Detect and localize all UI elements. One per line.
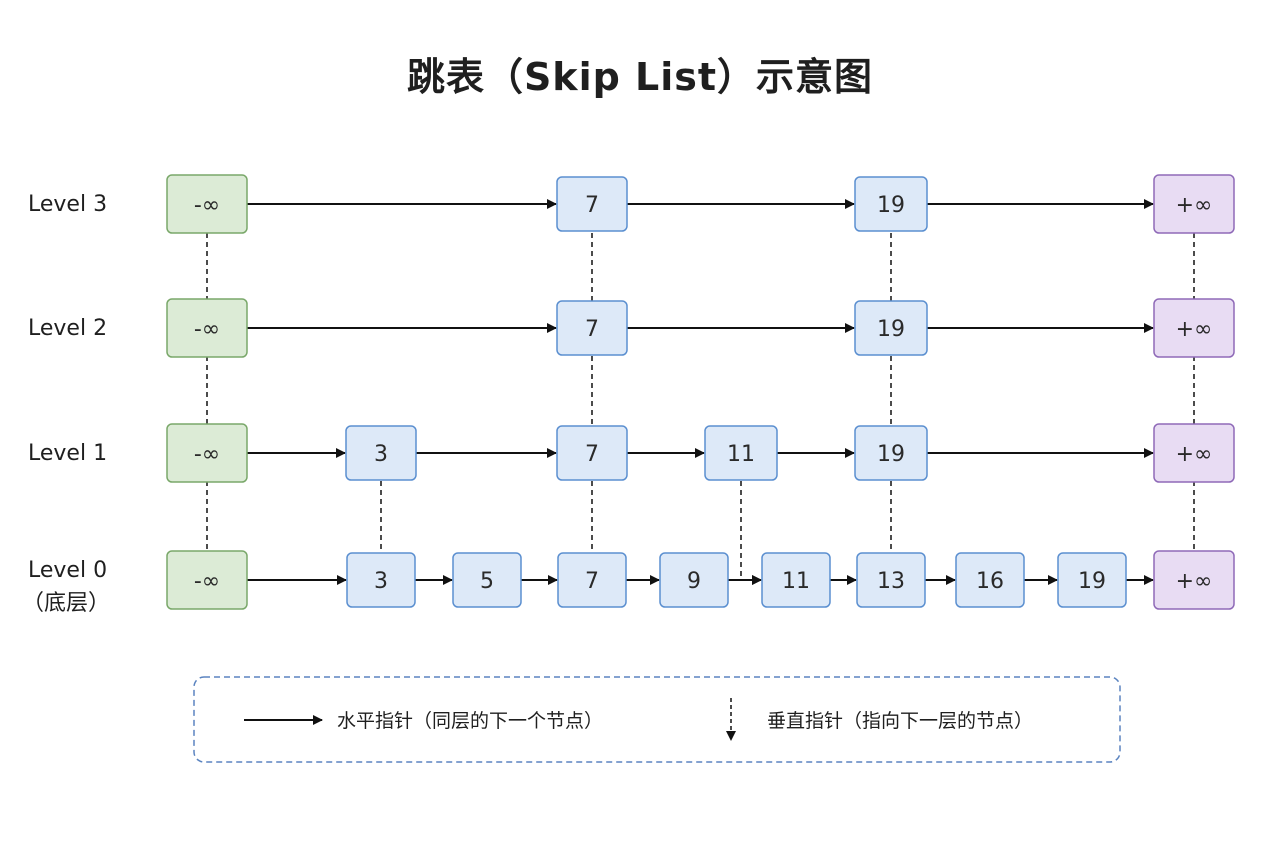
node-value: -∞ [194, 193, 220, 218]
node-level1-4: 19 [854, 425, 928, 481]
node-level1-3: 11 [704, 425, 778, 481]
node-level3-0: -∞ [166, 174, 248, 234]
node-value: +∞ [1176, 193, 1213, 218]
node-value: 7 [585, 442, 599, 467]
node-box [955, 552, 1025, 608]
node-box [1153, 298, 1235, 358]
level-label: Level 3 [28, 192, 107, 217]
node-box [166, 174, 248, 234]
node-value: +∞ [1176, 317, 1213, 342]
node-value: +∞ [1176, 569, 1213, 594]
node-level1-2: 7 [556, 425, 628, 481]
legend-box [193, 676, 1121, 763]
node-value: 16 [976, 569, 1004, 594]
node-level1-0: -∞ [166, 423, 248, 483]
node-value: 19 [877, 442, 905, 467]
node-level0-9: +∞ [1153, 550, 1235, 610]
node-value: 13 [877, 569, 905, 594]
legend-vertical-label: 垂直指针（指向下一层的节点） [767, 710, 1033, 732]
node-level0-6: 13 [856, 552, 926, 608]
node-level0-0: -∞ [166, 550, 248, 610]
node-box [1153, 174, 1235, 234]
node-box [556, 425, 628, 481]
node-level2-0: -∞ [166, 298, 248, 358]
node-box [1153, 423, 1235, 483]
node-box [557, 552, 627, 608]
node-box [854, 176, 928, 232]
node-value: +∞ [1176, 442, 1213, 467]
node-level3-1: 7 [556, 176, 628, 232]
node-value: 3 [374, 442, 388, 467]
node-box [556, 300, 628, 356]
node-value: -∞ [194, 442, 220, 467]
node-box [556, 176, 628, 232]
node-value: -∞ [194, 317, 220, 342]
node-level3-3: +∞ [1153, 174, 1235, 234]
node-box [166, 550, 248, 610]
node-level0-2: 5 [452, 552, 522, 608]
node-box [452, 552, 522, 608]
level-sublabel: （底层） [22, 591, 110, 616]
node-value: 19 [877, 317, 905, 342]
node-box [856, 552, 926, 608]
node-level1-5: +∞ [1153, 423, 1235, 483]
node-level0-8: 19 [1057, 552, 1127, 608]
level-label: Level 0 [28, 558, 107, 583]
node-box [346, 552, 416, 608]
node-box [659, 552, 729, 608]
node-value: 19 [877, 193, 905, 218]
node-box [345, 425, 417, 481]
node-value: 7 [585, 317, 599, 342]
node-value: 11 [727, 442, 755, 467]
diagram-title: 跳表（Skip List）示意图 [406, 55, 874, 99]
node-value: 7 [585, 569, 599, 594]
node-level1-1: 3 [345, 425, 417, 481]
node-level2-3: +∞ [1153, 298, 1235, 358]
node-level0-5: 11 [761, 552, 831, 608]
node-box [166, 298, 248, 358]
node-box [1153, 550, 1235, 610]
node-level0-1: 3 [346, 552, 416, 608]
node-value: 19 [1078, 569, 1106, 594]
node-value: 7 [585, 193, 599, 218]
node-box [854, 425, 928, 481]
node-value: 3 [374, 569, 388, 594]
node-box [166, 423, 248, 483]
node-value: 9 [687, 569, 701, 594]
node-box [1057, 552, 1127, 608]
node-level0-7: 16 [955, 552, 1025, 608]
node-value: 11 [782, 569, 810, 594]
level-label: Level 2 [28, 316, 107, 341]
node-box [704, 425, 778, 481]
node-level2-1: 7 [556, 300, 628, 356]
level-label: Level 1 [28, 441, 107, 466]
node-box [761, 552, 831, 608]
node-level0-4: 9 [659, 552, 729, 608]
node-box [854, 300, 928, 356]
node-level3-2: 19 [854, 176, 928, 232]
node-value: -∞ [194, 569, 220, 594]
legend-horizontal-label: 水平指针（同层的下一个节点） [337, 710, 603, 732]
node-level2-2: 19 [854, 300, 928, 356]
node-level0-3: 7 [557, 552, 627, 608]
node-value: 5 [480, 569, 494, 594]
